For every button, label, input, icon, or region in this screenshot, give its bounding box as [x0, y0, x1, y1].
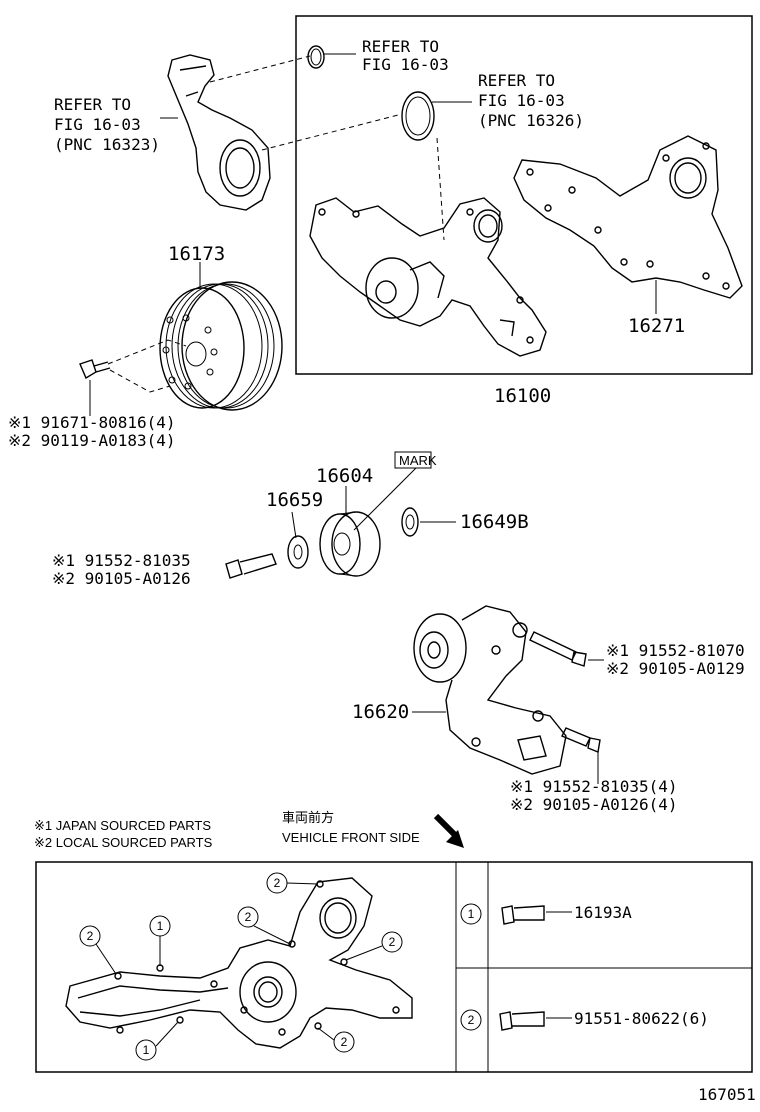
ref3-line2: FIG 16-03 [54, 115, 141, 134]
pulley-16173 [159, 281, 283, 411]
assembly-frame-16100 [295, 15, 753, 375]
idler-pulley-16604 [319, 511, 381, 577]
part-16271-label: 16271 [628, 315, 685, 337]
detail-row-1-marker: 1 [468, 907, 475, 921]
callout-2c: 2 [245, 910, 252, 924]
part-16100-label: 16100 [494, 385, 551, 407]
tensioner-bolt-top-japan: ※1 91552-81070 [606, 641, 745, 660]
mark-label: MARK [399, 453, 437, 468]
ref2-line3: (PNC 16326) [478, 111, 584, 130]
legend-japan: ※1 JAPAN SOURCED PARTS [34, 818, 211, 833]
direction-en: VEHICLE FRONT SIDE [282, 830, 420, 845]
idler-bolt-japan: ※1 91552-81035 [52, 551, 191, 570]
callout-2b: 2 [87, 929, 94, 943]
tensioner-bolt-top [529, 631, 587, 667]
detail-bolt-2-icon [499, 1011, 545, 1031]
callout-1b: 1 [143, 1043, 150, 1057]
water-pump-body [309, 197, 547, 357]
water-inlet-housing [167, 54, 271, 211]
detail-bolt-1-icon [501, 905, 545, 925]
pulley-bolt [79, 359, 111, 380]
tensioner-16620 [413, 605, 567, 775]
detail-pump-outline [65, 877, 413, 1049]
part-16620-label: 16620 [352, 701, 409, 723]
o-ring-small-inner [310, 48, 322, 66]
ref3-line3: (PNC 16323) [54, 135, 160, 154]
vehicle-front-arrow-icon [433, 813, 464, 848]
callout-2a: 2 [274, 876, 281, 890]
ref2-line1: REFER TO [478, 71, 555, 90]
callout-2d: 2 [389, 935, 396, 949]
tensioner-bolt-bottom-japan: ※1 91552-81035(4) [510, 777, 678, 796]
detail-row-2-part: 91551-80622(6) [574, 1009, 709, 1028]
figure-id: 167051 [698, 1085, 756, 1104]
ref1-line1: REFER TO [362, 37, 439, 56]
part-16604-label: 16604 [316, 465, 373, 487]
detail-callouts: 2 1 2 2 2 1 2 [79, 872, 403, 1061]
ref3-line1: REFER TO [54, 95, 131, 114]
legend-local: ※2 LOCAL SOURCED PARTS [34, 835, 213, 850]
detail-box [35, 861, 753, 1073]
part-16173-label: 16173 [168, 243, 225, 265]
mark-box [394, 451, 432, 469]
detail-row-2-marker: 2 [468, 1013, 475, 1027]
part-16649b-label: 16649B [460, 511, 529, 533]
idler-bolt-local: ※2 90105-A0126 [52, 569, 191, 588]
o-ring-large [401, 91, 435, 141]
pulley-bolt-japan: ※1 91671-80816(4) [8, 413, 176, 432]
pulley-bolt-local: ※2 90119-A0183(4) [8, 431, 176, 450]
washer-16649b [401, 507, 419, 537]
ref1-line2: FIG 16-03 [362, 55, 449, 74]
callout-2e: 2 [341, 1035, 348, 1049]
ref2-line2: FIG 16-03 [478, 91, 565, 110]
o-ring-large-inner [405, 96, 431, 136]
tensioner-bolt-top-local: ※2 90105-A0129 [606, 659, 745, 678]
direction-jp: 車両前方 [282, 810, 334, 825]
idler-bolt [225, 553, 277, 579]
tensioner-bolt-bottom [561, 727, 601, 753]
gasket-16271 [513, 135, 743, 299]
washer-16659 [287, 535, 309, 569]
callout-1a: 1 [157, 919, 164, 933]
part-16659-label: 16659 [266, 489, 323, 511]
tensioner-bolt-bottom-local: ※2 90105-A0126(4) [510, 795, 678, 814]
detail-row-1-part: 16193A [574, 903, 632, 922]
